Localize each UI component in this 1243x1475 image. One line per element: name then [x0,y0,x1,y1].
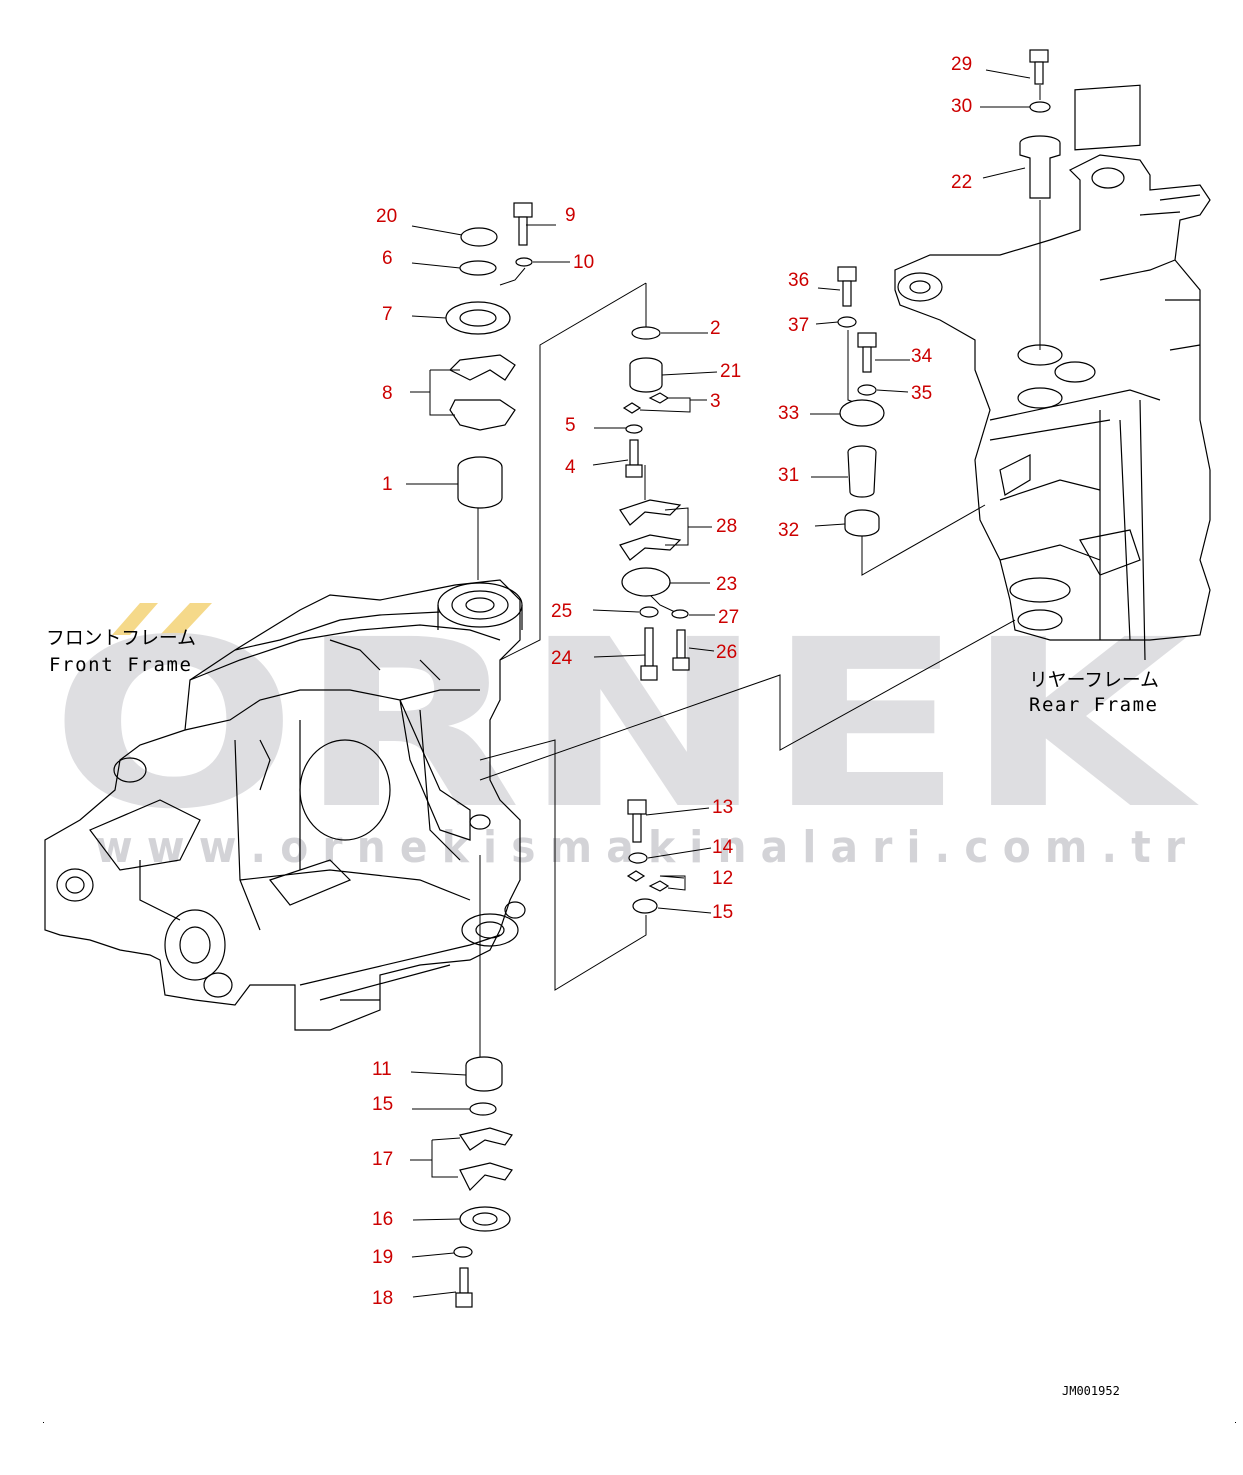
part-7-bearing [445,301,511,335]
part-17-shims [459,1127,513,1192]
callout-18: 18 [372,1288,393,1309]
rear-frame-label-jp: リヤーフレーム [1029,669,1159,691]
part-34-bolt [857,332,877,373]
callout-35: 35 [911,383,932,404]
part-11-bearing [465,1056,503,1092]
part-31-pin [847,445,877,498]
rear-frame-label-en: Rear Frame [1029,694,1157,716]
callout-16: 16 [372,1209,393,1230]
part-20-cap [460,227,498,247]
callout-29: 29 [951,54,972,75]
callout-21: 21 [720,361,741,382]
callout-25: 25 [551,601,572,622]
part-36-bolt [837,266,857,307]
watermark-accent-left [112,603,158,635]
front-frame-label-jp: フロントフレーム [46,627,196,649]
watermark-accent-right [160,603,212,635]
part-8-shims [448,354,516,431]
part-23-plate [621,567,671,597]
callout-17: 17 [372,1149,393,1170]
part-28-shims [619,499,682,561]
callout-5: 5 [565,415,576,436]
front-frame-label-en: Front Frame [49,654,191,676]
callout-15-upper: 15 [712,902,733,923]
part-12-shims [626,870,670,892]
part-15-ring-lower [469,1102,497,1116]
callout-20: 20 [376,206,397,227]
part-15-ring-upper [632,898,658,914]
part-5-washer [625,424,643,434]
part-13-bolt [627,799,647,843]
part-21-bushing [629,357,663,393]
part-4-bolt [625,439,643,478]
callout-32: 32 [778,520,799,541]
part-9-bolt [513,202,533,246]
callout-34: 34 [911,346,933,367]
part-26-bolt [672,629,690,671]
callout-26: 26 [716,642,737,663]
part-24-bolt [640,627,658,681]
callout-33: 33 [778,403,799,424]
part-32-bushing [844,509,880,537]
rear-frame-drawing [894,84,1211,661]
callout-1: 1 [382,474,393,495]
callout-31: 31 [778,465,799,486]
part-25-washer [639,606,659,618]
part-10-washer [515,257,533,267]
parts-group [445,49,1061,1308]
callout-3: 3 [710,391,721,412]
callout-24: 24 [551,648,573,669]
drawing-code: JM001952 [1062,1384,1120,1398]
part-1-bearing [457,456,503,509]
callout-14: 14 [712,837,734,858]
callout-4: 4 [565,457,576,478]
callout-22: 22 [951,172,972,193]
callout-12: 12 [712,868,733,889]
part-19-washer [453,1246,473,1258]
part-30-washer [1029,101,1051,113]
part-29-bolt [1029,49,1049,85]
callout-28: 28 [716,516,737,537]
part-6-ring [459,260,497,276]
part-22-pin [1019,135,1061,199]
callout-8: 8 [382,383,393,404]
part-18-bolt [455,1267,473,1308]
callout-36: 36 [788,270,809,291]
part-16-plate [459,1206,511,1232]
part-37-washer [837,316,857,328]
callout-13: 13 [712,797,733,818]
part-2-ring [631,326,661,340]
callout-37: 37 [788,315,809,336]
corner-marks [43,1422,1236,1423]
callout-leaders [406,69,1031,1298]
callout-10: 10 [573,252,594,273]
callout-23: 23 [716,574,737,595]
callout-30: 30 [951,96,972,117]
watermark: ORNEK w w w . o r n e k i s m a k i n a … [50,590,1199,873]
part-35-washer [857,384,877,396]
callout-15-lower: 15 [372,1094,393,1115]
part-14-washer [628,852,648,864]
watermark-brand: ORNEK [50,590,1199,860]
callout-7: 7 [382,304,393,325]
callout-11: 11 [372,1059,392,1080]
connection-lines [477,85,1041,1060]
callout-numbers: 29 30 22 20 9 6 10 7 2 36 37 34 21 8 3 3… [372,54,972,1309]
part-33-plate [839,399,885,427]
callout-19: 19 [372,1247,393,1268]
part-27-washer [671,609,689,619]
front-frame-drawing [44,579,526,1031]
frame-labels: フロントフレーム Front Frame リヤーフレーム Rear Frame [46,627,1159,716]
callout-2: 2 [710,318,721,339]
callout-6: 6 [382,248,393,269]
callout-27: 27 [718,607,739,628]
callout-9: 9 [565,205,576,226]
